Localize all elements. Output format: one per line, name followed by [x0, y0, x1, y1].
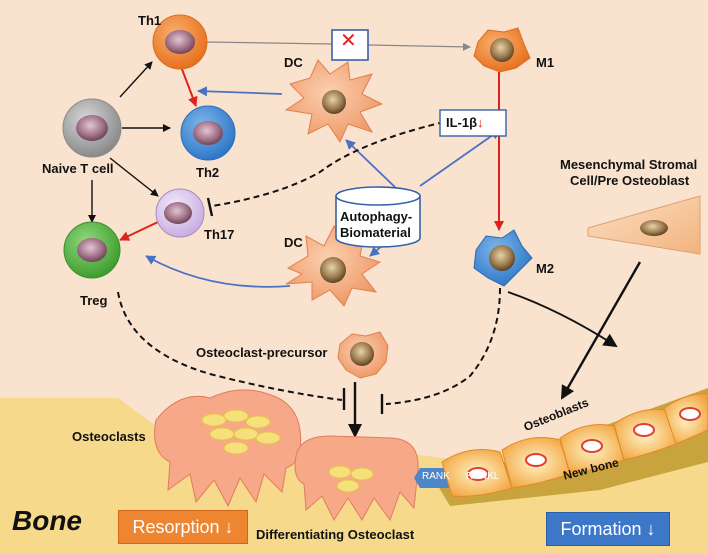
- osteoclasts-nuclei: [201, 409, 281, 455]
- label-m2: M2: [536, 261, 555, 276]
- label-dc-bottom: DC: [284, 235, 303, 250]
- inhibit-il1b-th17-bar: [206, 197, 214, 217]
- th2-nucleus: [193, 121, 223, 145]
- label-il1b-text: IL-1β: [446, 115, 478, 130]
- arrow-th17-treg-red: [119, 221, 159, 241]
- osteoblasts-row: [441, 393, 708, 497]
- label-th17: Th17: [204, 227, 235, 242]
- arrow-bio-dc-top-blue: [345, 139, 399, 191]
- arrow-naive-th17: [109, 157, 159, 197]
- arrow-naive-th1: [119, 61, 153, 98]
- label-bone: Bone: [12, 505, 82, 536]
- autophagy-biomaterial-cylinder: [335, 186, 421, 248]
- th17-nucleus: [164, 202, 192, 224]
- label-naive-t-cell: Naive T cell: [42, 161, 114, 176]
- m2-nucleus: [489, 245, 515, 271]
- label-m1: M1: [536, 55, 555, 70]
- label-dc-top: DC: [284, 55, 303, 70]
- inhibit-m2-osteoclast: [385, 287, 501, 405]
- osteoclast-precursor-nucleus: [350, 342, 374, 366]
- label-osteoclasts: Osteoclasts: [72, 429, 146, 444]
- resorption-box: Resorption ↓: [118, 510, 248, 544]
- msc-nucleus: [640, 220, 668, 236]
- arrow-dc-treg-blue: [145, 255, 291, 288]
- arrow-dc-th1-blue: [197, 86, 283, 97]
- label-differentiating-osteoclast: Differentiating Osteoclast: [256, 527, 415, 542]
- label-rank: RANK: [422, 471, 450, 482]
- label-th2: Th2: [196, 165, 220, 180]
- block-box: [331, 29, 369, 61]
- formation-box: Formation ↓: [546, 512, 670, 546]
- arrow-th1-th2-red: [179, 63, 198, 107]
- arrow-th1-block-left: [205, 41, 333, 45]
- treg-nucleus: [77, 238, 107, 262]
- inhibit-il1b-th17: [211, 121, 445, 207]
- block-x-icon: ✕: [340, 30, 357, 52]
- il1b-box: [439, 109, 507, 137]
- label-autophagy-line2: Biomaterial: [340, 225, 411, 240]
- label-osteoclast-precursor: Osteoclast-precursor: [196, 345, 328, 360]
- arrow-bio-il1b-blue: [419, 129, 501, 187]
- naive-nucleus: [76, 115, 108, 141]
- arrow-msc-osteoblasts: [560, 261, 642, 400]
- label-il1b: IL-1β↓: [446, 115, 484, 130]
- m1-nucleus: [490, 38, 514, 62]
- label-msc-line2: Cell/Pre Osteoblast: [570, 173, 690, 188]
- label-autophagy-line1: Autophagy-: [340, 209, 413, 224]
- th1-nucleus: [165, 30, 195, 54]
- dc-top-nucleus: [322, 90, 346, 114]
- arrow-th1-m1: [367, 42, 471, 51]
- label-msc-line1: Mesenchymal Stromal: [560, 157, 698, 172]
- il1b-down-arrow: ↓: [477, 115, 484, 130]
- label-treg: Treg: [80, 293, 108, 308]
- differentiating-osteoclast-nuclei: [328, 465, 374, 493]
- inhibit-treg-osteoclast: [117, 291, 343, 401]
- label-rankl: RANKL: [466, 471, 500, 482]
- dc-bottom-nucleus: [320, 257, 346, 283]
- label-th1: Th1: [138, 13, 162, 28]
- arrow-m2-osteoblasts: [507, 291, 618, 348]
